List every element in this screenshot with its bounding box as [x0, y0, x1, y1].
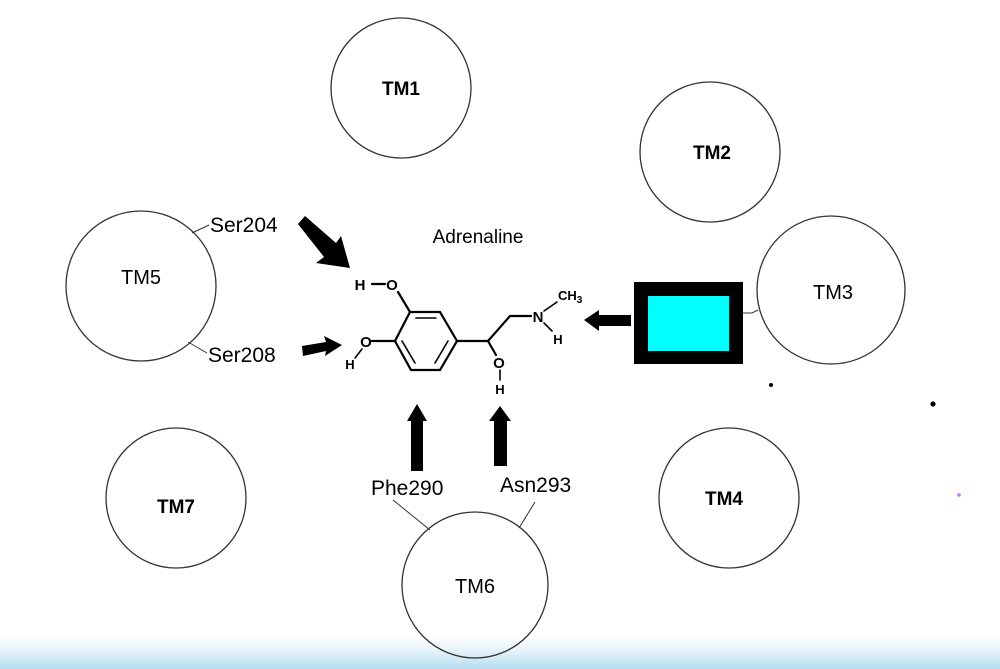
helix-tm5: TM5: [65, 210, 217, 362]
bond-ring-o1: [396, 290, 412, 314]
helix-tm6-circle: [401, 511, 549, 659]
helix-tm7-label: TM7: [157, 497, 195, 518]
helix-tm7-circle: [105, 427, 247, 569]
helix-tm3: TM3: [756, 215, 906, 365]
helix-tm6: TM6: [401, 511, 549, 659]
atom-h3: H: [495, 382, 504, 397]
atom-h2: H: [345, 357, 354, 372]
helix-tm4-label: TM4: [705, 489, 743, 510]
tm3-residue-box-fill: [648, 296, 729, 351]
residue-ser204: Ser204: [191, 214, 278, 237]
bond-calpha-o3: [486, 339, 498, 357]
ser204-label: Ser204: [210, 214, 278, 237]
atom-ch3: CH3: [558, 288, 583, 306]
ser208-label: Ser208: [208, 344, 276, 367]
adrenaline-atoms: H O O H O H N CH3 H: [345, 277, 582, 397]
helix-tm2-label: TM2: [693, 143, 731, 164]
arrow-tm3-residue: [584, 310, 631, 331]
atom-n: N: [533, 309, 544, 326]
helix-tm3-circle: [756, 215, 906, 365]
helix-tm1-circle: [330, 17, 472, 159]
atom-o2: O: [360, 334, 372, 351]
bond-o2-h2: [354, 348, 363, 359]
atom-ch3-main: CH: [558, 288, 577, 303]
helix-tm2: TM2: [639, 81, 781, 223]
helix-tm6-label: TM6: [455, 576, 495, 598]
helix-tm1-label: TM1: [382, 79, 420, 100]
helix-tm1: TM1: [330, 17, 472, 159]
residue-phe290: Phe290: [371, 477, 443, 531]
stray-dot-1: [769, 383, 773, 387]
phe290-connector: [392, 499, 431, 531]
helix-tm5-circle: [65, 210, 217, 362]
atom-h1: H: [355, 277, 366, 294]
phe290-label: Phe290: [371, 477, 443, 500]
arrow-ser204: [298, 216, 350, 268]
atom-ch3-subscript: 3: [577, 295, 583, 306]
bond-calpha-cbeta: [486, 314, 512, 343]
helix-tm2-circle: [639, 81, 781, 223]
residue-asn293: Asn293: [500, 474, 571, 529]
helix-tm4-circle: [658, 427, 800, 569]
atom-o1: O: [386, 277, 398, 294]
ligand-title: Adrenaline: [433, 227, 524, 248]
ring-double-bond-3: [401, 340, 416, 364]
bond-n-ch3: [543, 301, 558, 312]
arrow-asn293: [489, 406, 511, 466]
residue-ser208: Ser208: [187, 341, 276, 367]
stray-dot-3: [957, 493, 961, 497]
bond-n-h: [543, 322, 553, 332]
asn293-connector: [518, 501, 536, 529]
adrenaline-structure: [354, 282, 558, 381]
helix-tm3-label: TM3: [813, 282, 853, 304]
stray-dot-2: [930, 401, 936, 407]
helix-tm7: TM7: [105, 427, 247, 569]
ser204-connector: [191, 224, 210, 234]
tm3-residue-connector: [743, 309, 759, 314]
arrow-phe290: [407, 404, 427, 471]
tm3-residue-box: [634, 282, 759, 364]
helix-tm5-label: TM5: [121, 267, 161, 289]
ser208-connector: [187, 341, 208, 354]
arrow-ser208: [302, 336, 342, 356]
ring-double-bond-2: [434, 340, 449, 364]
atom-o3: O: [493, 355, 505, 372]
asn293-label: Asn293: [500, 474, 571, 497]
helix-tm4: TM4: [658, 427, 800, 569]
atom-nh: H: [553, 332, 562, 347]
